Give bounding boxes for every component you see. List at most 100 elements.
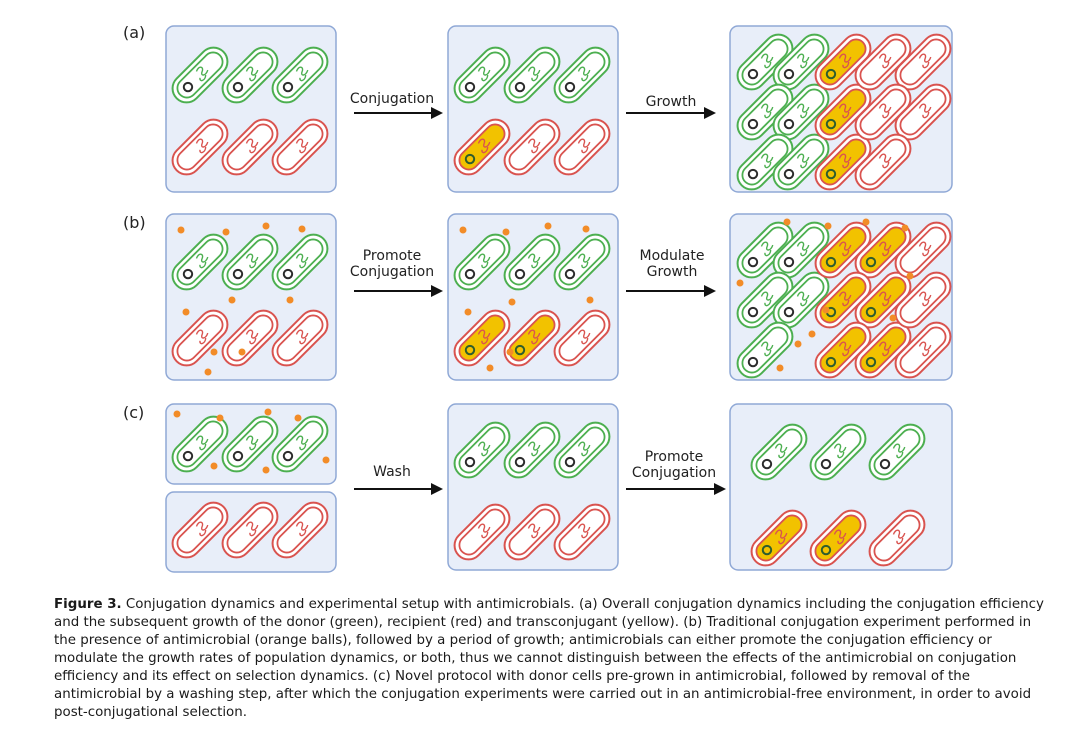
arrow-c-promote-conjugation-head [714,483,726,495]
donor-cell [809,423,867,481]
transconjugant-cell [453,118,511,176]
donor-cell [750,423,808,481]
antimicrobial-ball [862,218,870,226]
antimicrobial-ball [222,228,230,236]
antimicrobial-ball [286,296,294,304]
panel-label-b: (b) [123,213,146,232]
antimicrobial-ball [586,296,594,304]
figure-caption: Figure 3. Conjugation dynamics and exper… [54,596,1054,722]
antimicrobial-ball [582,225,590,233]
donor-cell [171,415,229,473]
antimicrobial-ball [204,368,212,376]
antimicrobial-ball [264,408,272,416]
donor-cell [503,421,561,479]
donor-cell [736,133,794,191]
antimicrobial-ball [506,348,514,356]
antimicrobial-ball [177,226,185,234]
arrow-a-conjugation-head [431,107,443,119]
recipient-cell [271,118,329,176]
donor-cell [736,321,794,379]
transconjugant-cell [809,509,867,567]
recipient-cell [221,309,279,367]
recipient-cell [868,509,926,567]
recipient-cell [854,83,912,141]
antimicrobial-ball [216,414,224,422]
panel-label-c: (c) [123,403,144,422]
donor-cell [271,46,329,104]
antimicrobial-ball [736,279,744,287]
antimicrobial-ball [822,306,830,314]
recipient-cell [221,118,279,176]
antimicrobial-ball [182,308,190,316]
cells [171,33,952,567]
conjugation-diagram: (a) (b) (c) Conjugation Growth Promote C… [123,23,953,573]
transconjugant-cell [814,33,872,91]
recipient-cell [854,33,912,91]
recipient-cell [171,501,229,559]
arrow-label-promote-c: Promote [645,449,704,465]
transconjugant-cell [503,309,561,367]
donor-cell [772,33,830,91]
arrow-label-conjugation-c: Conjugation [632,465,716,481]
donor-cell [503,46,561,104]
antimicrobial-ball [783,218,791,226]
arrow-label-promote: Promote [363,248,422,264]
antimicrobial-ball [502,228,510,236]
recipient-cell [854,133,912,191]
transconjugant-cell [854,271,912,329]
transconjugant-cell [814,271,872,329]
donor-cell [553,233,611,291]
antimicrobial-ball [906,272,914,280]
donor-cell [221,46,279,104]
antimicrobial-ball [508,298,516,306]
donor-cell [221,233,279,291]
antimicrobial-ball [262,222,270,230]
recipient-cell [503,503,561,561]
antimicrobial-ball [464,308,472,316]
antimicrobial-balls [173,218,914,474]
recipient-cell [894,221,952,279]
antimicrobial-ball [210,348,218,356]
donor-cell [736,33,794,91]
recipient-cell [271,309,329,367]
transconjugant-cell [854,221,912,279]
donor-cell [171,233,229,291]
donor-cell [271,233,329,291]
antimicrobial-ball [824,222,832,230]
antimicrobial-ball [901,224,909,232]
arrow-c-wash-head [431,483,443,495]
antimicrobial-ball [298,225,306,233]
arrow-label-conjugation: Conjugation [350,91,434,107]
antimicrobial-ball [544,222,552,230]
antimicrobial-ball [173,410,181,418]
recipient-cell [171,309,229,367]
arrows [354,107,726,495]
donor-cell [772,133,830,191]
transconjugant-cell [814,321,872,379]
transconjugant-cell [854,321,912,379]
donor-cell [553,421,611,479]
donor-cell [553,46,611,104]
recipient-cell [271,501,329,559]
donor-cell [453,233,511,291]
arrow-b-modulate-growth-head [704,285,716,297]
antimicrobial-ball [486,364,494,372]
transconjugant-cell [814,133,872,191]
arrow-label-wash: Wash [373,464,411,480]
panel-label-a: (a) [123,23,145,42]
donor-cell [453,46,511,104]
recipient-cell [553,503,611,561]
recipient-cell [553,118,611,176]
figure-label: Figure 3. [54,597,122,612]
donor-cell [171,46,229,104]
transconjugant-cell [453,309,511,367]
antimicrobial-ball [808,330,816,338]
donor-cell [271,415,329,473]
arrow-label-modulate: Modulate [640,248,705,264]
antimicrobial-ball [228,296,236,304]
transconjugant-cell [750,509,808,567]
recipient-cell [894,321,952,379]
arrow-label-growth: Growth [646,94,697,110]
antimicrobial-ball [262,466,270,474]
recipient-cell [503,118,561,176]
